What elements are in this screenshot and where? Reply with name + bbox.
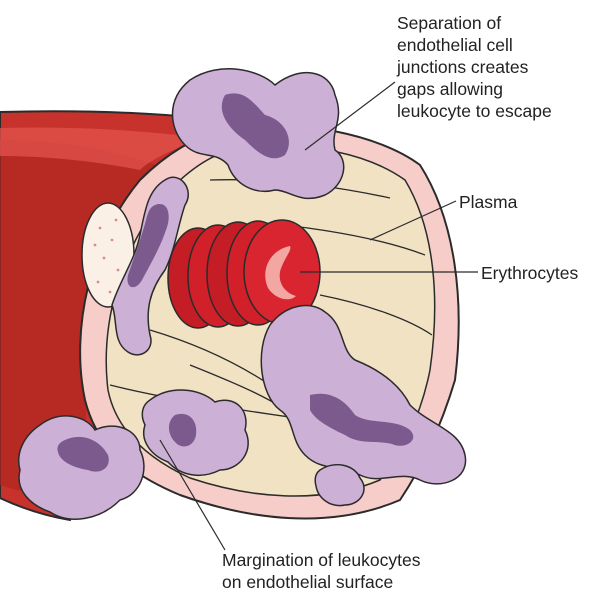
label-plasma: Plasma	[459, 191, 517, 213]
label-erythrocytes: Erythrocytes	[481, 262, 578, 284]
label-separation: Separation of endothelial cell junctions…	[397, 12, 597, 122]
leukocyte-bottom-left	[19, 416, 144, 519]
label-margination: Margination of leukocytes on endothelial…	[222, 549, 482, 593]
